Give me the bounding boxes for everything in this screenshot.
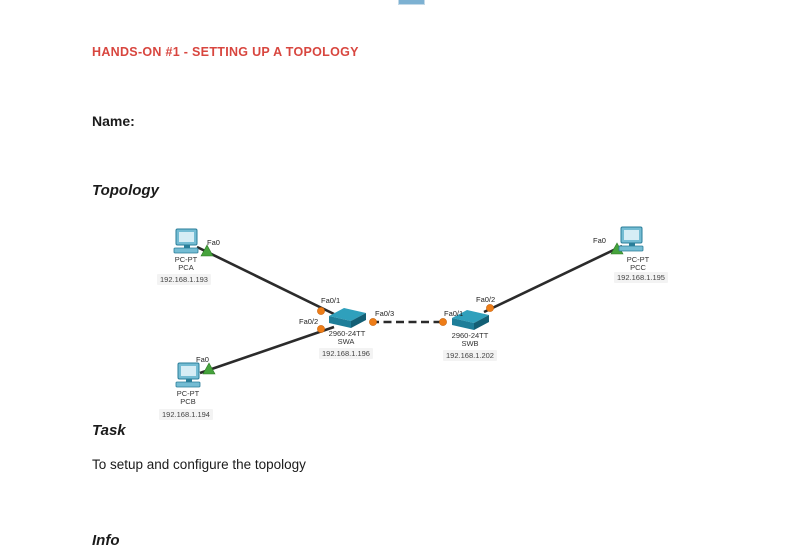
port-label-swa-fa0-3: Fa0/3 [375, 309, 395, 318]
section-heading-info: Info [92, 532, 120, 549]
switch-front-face [452, 318, 474, 330]
device-ip-label: 192.168.1.196 [319, 348, 373, 359]
port-label-swb-fa0-1: Fa0/1 [444, 309, 464, 318]
pc-icon-pcc [618, 226, 644, 252]
name-label: Name: [92, 113, 135, 129]
device-ip-label: 192.168.1.193 [157, 274, 211, 285]
amber-port-icon-swa-fa03 [369, 318, 377, 326]
switch-icon-swa [329, 308, 366, 328]
device-ip-label: 192.168.1.194 [159, 409, 213, 420]
pc-screen [624, 230, 639, 240]
section-heading-topology: Topology [92, 182, 159, 199]
port-label-swa-fa0-1: Fa0/1 [321, 296, 341, 305]
cable-swb-pcc [483, 244, 623, 314]
link-up-icon-pca [200, 244, 214, 257]
switch-front-face [329, 316, 351, 328]
device-name-label: PCC [630, 263, 646, 272]
device-model-label: PC-PT [176, 389, 200, 398]
device-model-label: PC-PT [174, 255, 198, 264]
switch-icon-swb [452, 310, 489, 330]
link-up-indicators [200, 242, 624, 375]
port-status-indicators [317, 304, 494, 333]
amber-port-icon-swa-fa01 [317, 307, 325, 315]
device-name-label: SWB [461, 339, 479, 348]
port-label-pcc-fa0: Fa0 [593, 236, 606, 245]
switch-side-face [474, 315, 489, 330]
port-label-swa-fa0-2: Fa0/2 [299, 317, 319, 326]
device-ip-label: 192.168.1.195 [614, 272, 668, 283]
device-model-label: PC-PT [626, 255, 650, 264]
port-label-pca-fa0: Fa0 [207, 238, 220, 247]
device-name-label: PCA [178, 263, 194, 272]
section-heading-task: Task [92, 422, 126, 439]
pc-screen [179, 232, 194, 242]
pc-icon-pca [173, 228, 199, 254]
page-title: HANDS-ON #1 - SETTING UP A TOPOLOGY [92, 45, 359, 59]
port-label-swb-fa0-2: Fa0/2 [476, 295, 496, 304]
device-ip-label: 192.168.1.202 [443, 350, 497, 361]
device-name-label: SWA [337, 337, 355, 346]
device-model-label: 2960-24TT [451, 331, 489, 340]
switch-side-face [351, 313, 366, 328]
switch-top-face [329, 308, 366, 321]
task-text: To setup and configure the topology [92, 457, 306, 472]
device-model-label: 2960-24TT [328, 329, 366, 338]
cable-pca-swa [196, 245, 335, 316]
pc-icon-pcb [175, 362, 201, 388]
switch-top-face [452, 310, 489, 323]
amber-port-icon-swb-fa02 [486, 304, 494, 312]
amber-port-icon-swb-fa01 [439, 318, 447, 326]
cable-pcb-swa [199, 325, 335, 375]
link-up-icon-pcb [202, 362, 216, 375]
pc-screen [181, 366, 196, 376]
cables [196, 244, 623, 375]
device-name-label: PCB [180, 397, 196, 406]
toolbar-fragment [398, 0, 425, 5]
amber-port-icon-swa-fa02 [317, 325, 325, 333]
port-label-pcb-fa0: Fa0 [196, 355, 209, 364]
